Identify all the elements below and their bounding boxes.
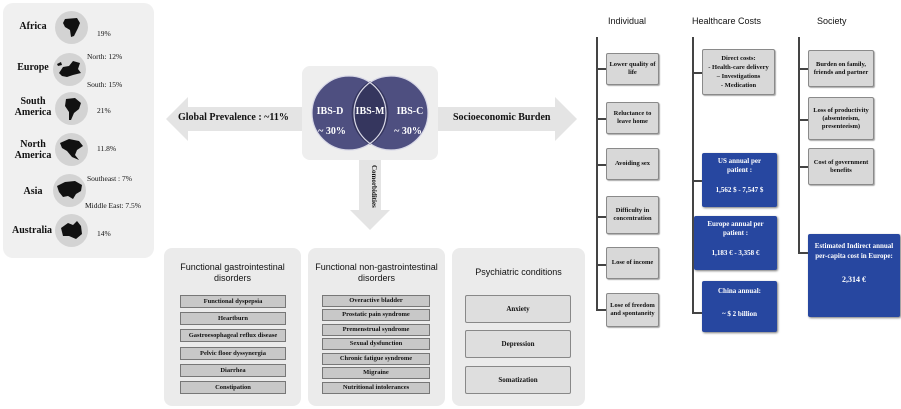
comorbidity-item: Pelvic floor dyssynergia (180, 347, 286, 360)
society-indirect-value: 2,314 € (842, 275, 866, 284)
south-america-globe-icon (55, 92, 88, 125)
connector (596, 309, 606, 311)
europe-cost-box: Europe annual per patient : 1,183 € - 3,… (694, 216, 777, 270)
column-header-individual: Individual (608, 16, 647, 26)
ibs-d-label: IBS-D (316, 106, 344, 117)
region-name-south-america: South America (14, 96, 52, 118)
connector (596, 68, 606, 70)
individual-item: Avoiding sex (606, 148, 659, 180)
comorbidity-group-psychiatric-title: Psychiatric conditions (475, 267, 562, 277)
region-value-australia: 14% (97, 229, 111, 238)
connector (692, 180, 702, 182)
europe-cost-title: Europe annual per patient : (707, 220, 764, 237)
region-name-north-america: North America (14, 139, 52, 161)
society-indirect-title: Estimated Indirect annual per-capita cos… (814, 242, 894, 260)
comorbidity-item: Sexual dysfunction (322, 338, 430, 350)
connector (692, 72, 702, 74)
region-value-europe-south: South: 15% (87, 80, 123, 89)
global-prevalence-label: Global Prevalence : ~11% (178, 112, 289, 123)
region-name-australia: Australia (12, 225, 52, 236)
europe-globe-icon (53, 53, 86, 86)
direct-cost-item: - Medication (720, 82, 757, 89)
region-name-africa: Africa (19, 21, 47, 32)
comorbidity-group-gi-title: Functional gastrointestinal disorders (180, 262, 285, 283)
direct-costs-box: Direct costs: - Health-care delivery – I… (702, 49, 775, 95)
region-value-africa: 19% (97, 29, 111, 38)
region-value-asia-middle-east: Middle East: 7.5% (85, 201, 142, 210)
direct-cost-item: – Investigations (716, 73, 761, 80)
column-header-healthcare: Healthcare Costs (692, 16, 762, 26)
left-arrow-shape (166, 97, 306, 141)
ibs-d-value: ~ 30% (318, 126, 346, 137)
individual-item: Lose of freedom and spontaneity (606, 293, 659, 327)
region-value-north-america: 11.8% (97, 144, 117, 153)
comorbidity-item: Overactive bladder (322, 295, 430, 307)
us-cost-box: US annual per patient : 1,562 $ - 7,547 … (702, 153, 777, 207)
individual-item: Lower quality of life (606, 53, 659, 85)
healthcare-tree-line (692, 37, 694, 312)
society-item: Cost of government benefits (808, 148, 874, 185)
connector (596, 164, 606, 166)
connector (798, 166, 808, 168)
individual-item: Lose of income (606, 247, 659, 279)
direct-costs-title: Direct costs: (721, 55, 756, 62)
connector (798, 119, 808, 121)
china-cost-title: China annual: (718, 287, 761, 295)
comorbidity-item: Chronic fatigue syndrome (322, 353, 430, 365)
down-arrow-shape (350, 158, 390, 230)
comorbidity-item: Depression (465, 330, 571, 358)
comorbidity-item: Migraine (322, 367, 430, 379)
column-header-society: Society (817, 16, 847, 26)
comorbidity-group-gi (164, 248, 301, 406)
ibs-subtype-venn (311, 75, 429, 151)
ibs-m-label: IBS-M (355, 106, 385, 117)
region-name-europe: Europe (17, 62, 49, 73)
china-cost-value: ~ $ 2 billion (722, 310, 757, 318)
right-arrow-shape (437, 97, 577, 141)
comorbidity-item: Premenstrual syndrome (322, 324, 430, 336)
individual-tree-line (596, 37, 598, 309)
connector (798, 68, 808, 70)
connector (596, 216, 606, 218)
us-cost-title: US annual per patient : (717, 157, 762, 174)
society-indirect-cost-box: Estimated Indirect annual per-capita cos… (808, 234, 900, 317)
comorbidity-item: Prostatic pain syndrome (322, 309, 430, 321)
comorbidity-item: Gastroesophageal reflux disease (180, 329, 286, 342)
comorbidity-group-non-gi-title: Functional non-gastrointestinal disorder… (315, 262, 438, 283)
region-value-south-america: 21% (97, 106, 111, 115)
society-item: Burden on family, friends and partner (808, 50, 874, 87)
africa-globe-icon (55, 11, 88, 44)
asia-globe-icon (53, 174, 86, 207)
connector (692, 312, 702, 314)
socioeconomic-burden-label: Socioeconomic Burden (453, 112, 551, 123)
region-name-asia: Asia (23, 186, 43, 197)
comorbidity-item: Nutritional intolerances (322, 382, 430, 394)
comorbidity-item: Somatization (465, 366, 571, 394)
comorbidity-item: Anxiety (465, 295, 571, 323)
individual-item: Reluctance to leave home (606, 102, 659, 134)
society-tree-line (798, 37, 800, 252)
individual-item: Difficulty in concentration (606, 196, 659, 234)
comorbidity-item: Diarrhea (180, 364, 286, 377)
us-cost-value: 1,562 $ - 7,547 $ (715, 186, 764, 194)
ibs-c-label: IBS-C (396, 106, 424, 117)
comorbidities-label: Comorbidities (370, 165, 378, 208)
connector (798, 252, 808, 254)
china-cost-box: China annual: ~ $ 2 billion (702, 281, 777, 332)
europe-cost-value: 1,183 € - 3,358 € (711, 249, 760, 257)
society-item: Loss of productivity (absenteeism, prese… (808, 97, 874, 140)
region-value-europe-north: North: 12% (87, 52, 123, 61)
ibs-c-value: ~ 30% (394, 126, 422, 137)
comorbidity-item: Constipation (180, 381, 286, 394)
connector (596, 118, 606, 120)
australia-globe-icon (55, 214, 88, 247)
north-america-globe-icon (55, 133, 88, 166)
comorbidity-item: Heartburn (180, 312, 286, 325)
region-value-asia-southeast: Southeast : 7% (87, 174, 132, 183)
connector (596, 264, 606, 266)
direct-cost-item: - Health-care delivery (708, 64, 769, 71)
comorbidity-item: Functional dyspepsia (180, 295, 286, 308)
